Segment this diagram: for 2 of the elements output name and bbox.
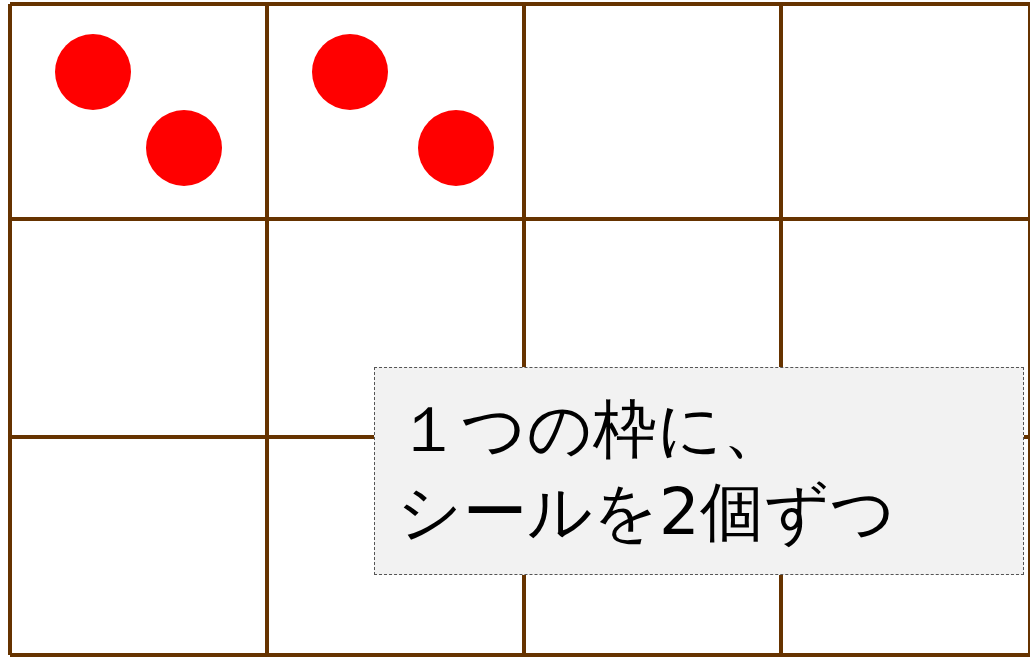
note-box (374, 367, 1024, 576)
note-text: １つの枠に、シールを2個ずつ (397, 391, 897, 552)
